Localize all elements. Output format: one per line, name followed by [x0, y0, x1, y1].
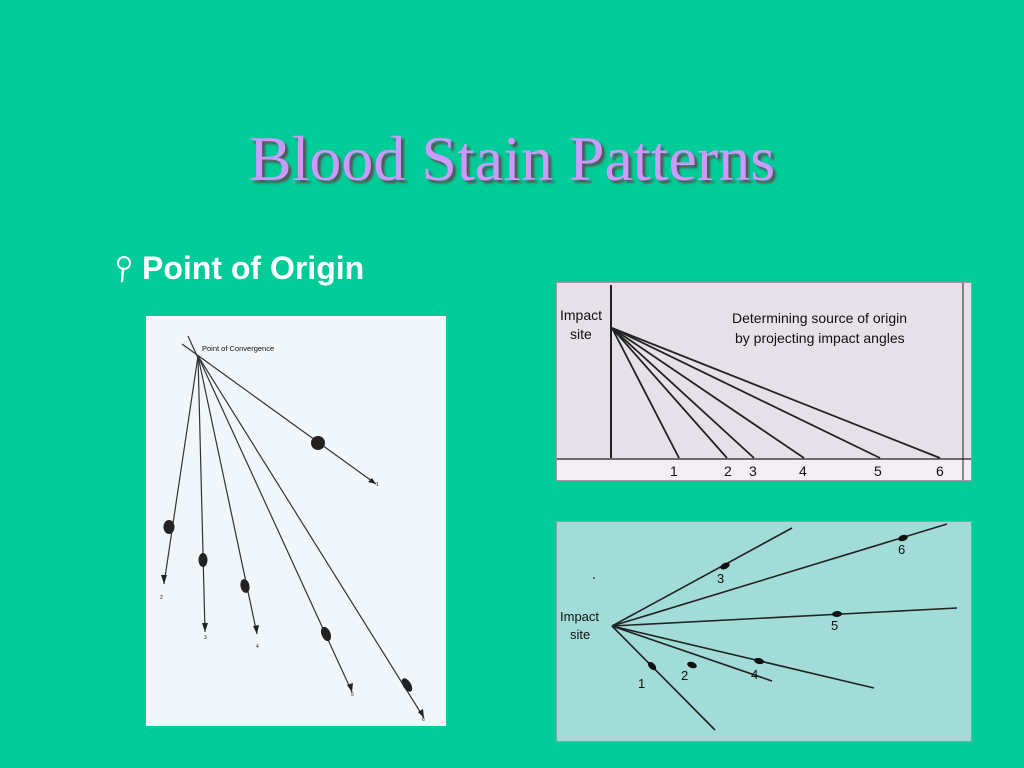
- trajectory-line: [197, 355, 425, 719]
- convergence-figure: Point of Convergence 1 2 3 4 5 6: [146, 316, 446, 726]
- projection-line: [611, 327, 755, 459]
- projection-line: [611, 327, 881, 459]
- arrowhead: [253, 625, 259, 634]
- stain-number: 4: [256, 644, 259, 650]
- slide-title: Blood Stain Patterns: [248, 123, 776, 194]
- trajectory-line: [611, 523, 948, 627]
- trajectory-line: [181, 343, 377, 485]
- blood-stain: [647, 661, 657, 671]
- stain-number: 1: [670, 463, 678, 479]
- stain-number: 1: [638, 676, 645, 691]
- trajectory-line: [197, 355, 353, 693]
- convergence-label: Point of Convergence: [202, 344, 274, 353]
- stain-number: 4: [751, 667, 758, 682]
- stain-number: 5: [874, 463, 882, 479]
- blood-stain: [832, 610, 842, 618]
- figure-caption: Determining source of origin: [732, 310, 907, 326]
- projection-line: [611, 327, 680, 459]
- projection-line: [611, 327, 941, 459]
- trajectory-line: [611, 527, 793, 627]
- arrowhead: [347, 683, 353, 692]
- blood-stain: [687, 661, 697, 669]
- stain-number: 3: [749, 463, 757, 479]
- stain-number: 2: [681, 668, 688, 683]
- stain-number: 6: [898, 542, 905, 557]
- trajectory-line: [197, 355, 258, 635]
- trajectory-line: [163, 355, 199, 585]
- arrowhead: [161, 575, 167, 584]
- arrowhead: [418, 709, 424, 718]
- impact-site-label: Impact: [560, 609, 599, 624]
- trajectory-line: [611, 625, 716, 731]
- stain-number: 6: [936, 463, 944, 479]
- trajectory-line: [611, 625, 773, 682]
- blood-stain: [754, 657, 764, 665]
- stain-number: 3: [717, 571, 724, 586]
- stain-number: 6: [422, 717, 425, 723]
- impact-angles-diagram: Impact site Determining source of origin…: [557, 283, 971, 480]
- plan-view-diagram: Impact site 1 2 3 4 5 6: [560, 523, 958, 731]
- blood-stain: [311, 436, 325, 450]
- blood-stain: [163, 520, 175, 534]
- figure-caption: by projecting impact angles: [735, 330, 905, 346]
- stain-number: 2: [724, 463, 732, 479]
- trajectory-line: [197, 355, 206, 633]
- blood-stain: [401, 678, 413, 692]
- convergence-diagram: Point of Convergence 1 2 3 4 5 6: [160, 335, 425, 723]
- bullet-point: Point of Origin: [112, 250, 364, 287]
- projection-line: [611, 327, 728, 459]
- blood-stain: [320, 626, 332, 642]
- stain-number: 5: [351, 692, 354, 698]
- blood-stain: [720, 562, 730, 570]
- stain-number: 1: [376, 482, 379, 488]
- stain-number: 4: [799, 463, 807, 479]
- blood-stain: [898, 534, 908, 542]
- stain-number: 5: [831, 618, 838, 633]
- magnifier-bullet-icon: [117, 255, 131, 282]
- speck: [593, 577, 595, 579]
- blood-stain: [198, 553, 208, 567]
- stain-number: 3: [204, 635, 207, 641]
- trajectory-line: [611, 625, 875, 689]
- bullet-text: Point of Origin: [142, 250, 365, 286]
- arrowhead: [202, 623, 208, 632]
- trajectory-line: [611, 607, 958, 627]
- arrowhead: [368, 478, 376, 484]
- impact-site-label: site: [570, 326, 592, 342]
- impact-site-label: Impact: [560, 307, 602, 323]
- projection-line: [611, 327, 805, 459]
- stain-number: 2: [160, 595, 163, 601]
- impact-site-label: site: [570, 627, 590, 642]
- plan-view-figure: Impact site 1 2 3 4 5 6: [556, 521, 972, 742]
- blood-stain: [240, 579, 250, 593]
- impact-angles-figure: Impact site Determining source of origin…: [556, 282, 972, 481]
